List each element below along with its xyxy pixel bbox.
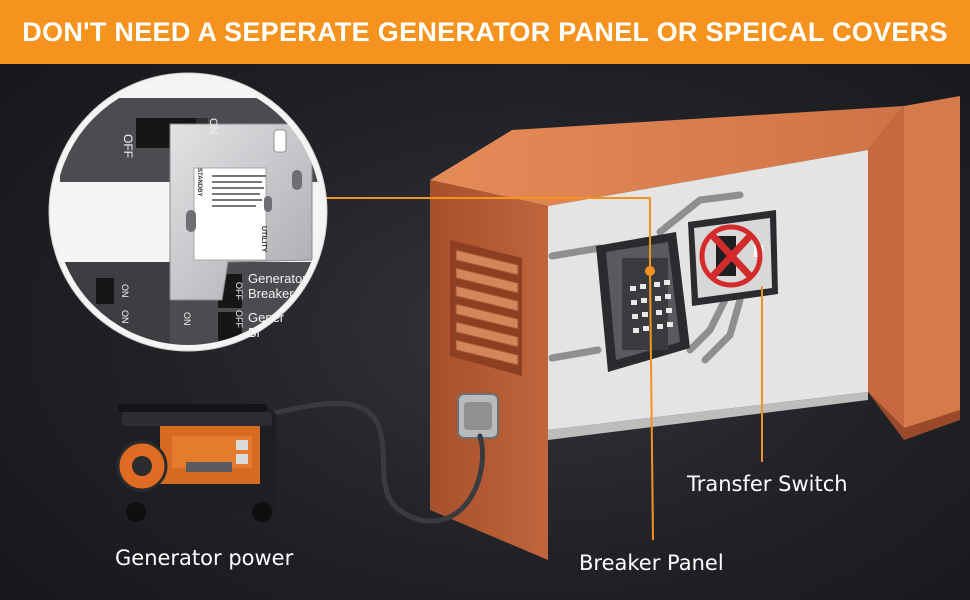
zoom-utility-text: UTILITY [260,226,267,253]
breaker-panel [596,232,690,372]
zoom-standby-text: STANDBY [196,168,202,197]
zoom-on-2: ON [120,310,130,324]
conduits [548,191,744,364]
prohibited-x-icon [699,224,763,288]
callout-lines [322,197,763,541]
zoom-inset: OFF ON STANDBY UTILITY Generator Breaker… [48,72,328,352]
zoom-off-top: OFF [121,134,135,158]
breaker-panel-label: Breaker Panel [579,551,724,575]
zoom-on-3: ON [182,312,192,326]
vent-grille [450,240,522,376]
zoom-off-2: OFF [234,310,244,328]
zoom-on-top: ON [207,118,219,135]
zoom-breaker-label-1: Breaker [248,286,294,301]
callout-dot [646,267,654,275]
power-inlet-box [457,393,499,439]
zoom-off-1: OFF [234,282,244,300]
zoom-generator-label-2: Gener [248,310,285,325]
generator-power-label: Generator power [115,546,294,570]
transfer-switch-label: Transfer Switch [687,472,848,496]
zoom-on-1: ON [120,284,130,298]
generator [116,404,276,522]
headline-text: DON'T NEED A SEPERATE GENERATOR PANEL OR… [22,16,948,47]
zoom-generator-label-1: Generator [248,271,307,286]
power-cord [267,400,485,524]
zoom-breaker-label-2: Br [248,325,262,340]
headline-banner: DON'T NEED A SEPERATE GENERATOR PANEL OR… [0,0,970,64]
